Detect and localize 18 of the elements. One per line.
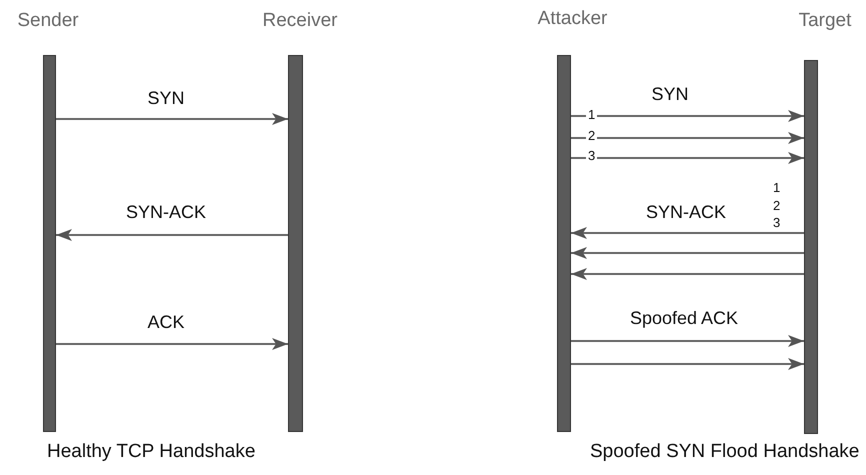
participant-label: Sender xyxy=(16,10,80,32)
participant-label: Attacker xyxy=(536,8,608,30)
participant-label: Target xyxy=(798,10,852,32)
message-arrow xyxy=(571,110,804,122)
message-arrow xyxy=(571,358,804,370)
sequence-number: 3 xyxy=(771,216,782,230)
diagram-caption: Spoofed SYN Flood Handshake xyxy=(588,442,862,463)
message-arrow xyxy=(56,229,288,241)
sequence-number: 3 xyxy=(586,149,598,164)
message-arrow xyxy=(571,152,804,164)
message-arrow xyxy=(571,132,804,144)
message-arrow xyxy=(56,113,288,125)
message-arrow xyxy=(571,268,804,280)
message-arrow xyxy=(571,335,804,347)
message-arrow xyxy=(56,338,288,350)
message-arrow xyxy=(571,247,804,259)
message-arrow xyxy=(571,227,804,239)
participant-label: Receiver xyxy=(262,10,338,32)
